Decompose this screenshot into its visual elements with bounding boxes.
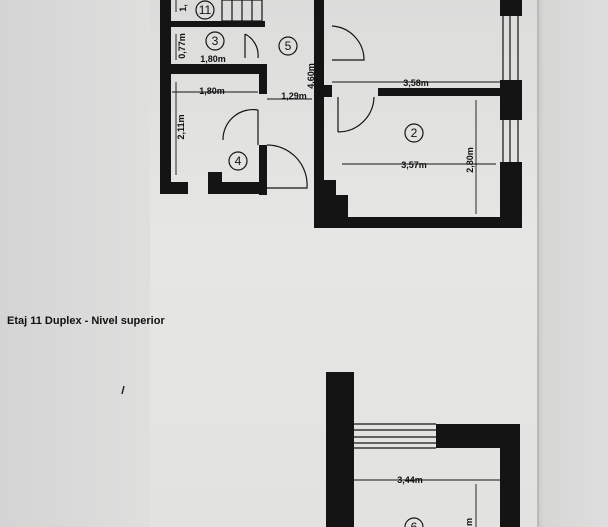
room-2-circle [404, 123, 424, 143]
dim-129: 1,29m [281, 91, 307, 101]
wall-central-base [314, 180, 336, 228]
room-6-label: 6 [411, 520, 418, 527]
wall-room-3-bottom [160, 64, 265, 74]
wall-right-top [500, 0, 522, 16]
door-room-3 [244, 33, 259, 59]
room-5-label: 5 [285, 39, 292, 53]
staircase [221, 0, 263, 22]
upper-floor-plan: 11 3 5 2 4 1, 0,77m 1,80m 1,80m 2,11m 1,… [160, 0, 522, 228]
dim-280: 2,80m [465, 147, 475, 173]
door-corridor [266, 144, 308, 189]
room-4-circle [228, 151, 248, 171]
window-lower [354, 423, 436, 449]
dim-top-cut: 1, [178, 4, 188, 12]
wall-partition-stub [324, 85, 332, 97]
dim-211: 2,11m [176, 114, 186, 139]
wall-central [314, 0, 324, 228]
room-2-label: 2 [411, 126, 418, 140]
door-room-2 [337, 96, 375, 133]
stray-mark [121, 385, 125, 395]
dim-180-room-4: 1,80m [199, 86, 225, 96]
door-upper-center [331, 25, 365, 61]
dim-460: 4,60m [306, 63, 316, 89]
lower-floor-plan: 6 3,44m m [326, 372, 520, 527]
door-room-4 [222, 108, 259, 145]
wall-room-2-bottom [314, 217, 522, 228]
paper-fold-left [0, 0, 150, 527]
wall-right-mid [500, 80, 522, 120]
room-3-label: 3 [212, 34, 219, 48]
room-3-circle [205, 31, 225, 51]
room-6-circle [404, 517, 424, 527]
wall-lower-right [500, 424, 520, 527]
wall-left-outer [160, 0, 171, 194]
room-11-circle [195, 0, 215, 20]
room-11-label: 11 [199, 3, 212, 17]
paper-crease [537, 0, 539, 527]
dim-bottom-cut: m [464, 518, 474, 526]
room-4-label: 4 [235, 154, 242, 168]
wall-room-4-lower-right [259, 145, 267, 195]
plan-caption: Etaj 11 Duplex - Nivel superior [7, 315, 165, 327]
window-right [502, 16, 519, 162]
wall-room-2-top [378, 88, 500, 96]
wall-room-4-bottom-right [208, 182, 267, 194]
wall-room-4-bottom-left [160, 182, 188, 194]
dim-180-room-3: 1,80m [200, 54, 226, 64]
dim-358: 3,58m [403, 78, 429, 88]
dim-344: 3,44m [397, 475, 423, 485]
wall-room-4-upper-right [259, 64, 267, 94]
wall-right-bottom [500, 162, 522, 228]
wall-room-11-bottom [160, 21, 265, 27]
paper-fold-right [538, 0, 608, 527]
dim-357: 3,57m [401, 160, 427, 170]
dim-077: 0,77m [177, 33, 187, 59]
wall-lower-left [326, 372, 354, 527]
room-5-circle [278, 36, 298, 56]
